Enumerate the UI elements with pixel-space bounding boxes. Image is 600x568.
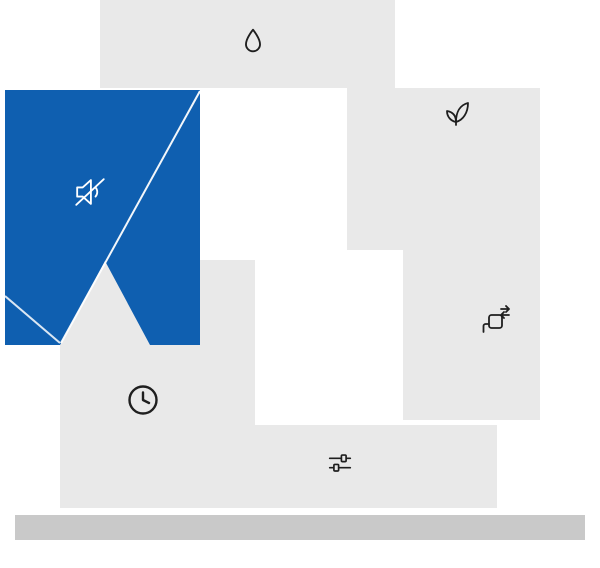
clock-icon (128, 385, 158, 415)
speaker-muted-icon (75, 178, 105, 206)
leaf-icon (446, 102, 469, 126)
sliders-icon (328, 454, 352, 472)
water-drop-icon (245, 28, 261, 53)
plug-swap-icon (482, 305, 510, 333)
tile-settings[interactable] (200, 425, 497, 508)
ribbon-mute[interactable] (5, 90, 200, 345)
tile-eco[interactable] (347, 88, 540, 250)
tile-water[interactable] (100, 0, 395, 88)
ribbon-shape (5, 90, 200, 345)
tile-power[interactable] (403, 250, 540, 420)
bottom-bar (15, 515, 585, 540)
